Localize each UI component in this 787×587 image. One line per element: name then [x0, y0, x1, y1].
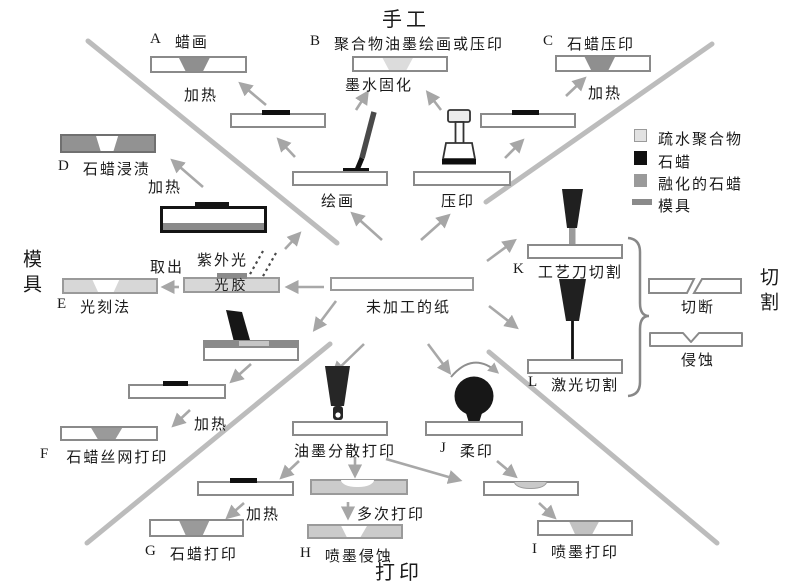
multi-print-label: 多次打印 — [357, 507, 426, 523]
paper-channel — [96, 136, 119, 151]
paper-channel — [92, 280, 120, 292]
step-strip-c-stamped — [480, 110, 576, 128]
melted-wax-channel — [178, 58, 210, 71]
quadrant-title-mold: 模具 — [20, 249, 41, 299]
laser-cut-strip — [527, 359, 623, 374]
heat-label-a: 加热 — [184, 88, 219, 104]
result-strip-e — [62, 278, 158, 294]
melted-wax-channel — [179, 521, 210, 535]
cut-off-strip-graphic — [648, 278, 742, 294]
cut-off-label: 切断 — [681, 300, 716, 316]
ink-dispenser-icon — [325, 366, 350, 420]
legend-swatch-mold — [632, 199, 652, 205]
heat-label-g: 加热 — [246, 507, 281, 523]
ink-dispense-strip — [292, 421, 388, 436]
quadrant-title-printing: 打印 — [375, 562, 423, 584]
step-strip-g-printed — [197, 478, 294, 496]
etched-dome — [341, 480, 375, 488]
heat-label-c: 加热 — [588, 86, 623, 102]
stamp-icon — [441, 109, 477, 165]
result-strip-c — [555, 55, 651, 72]
pencil-icon — [343, 111, 377, 173]
legend-label-wax: 石蜡 — [658, 155, 693, 171]
heat-label-f: 加热 — [194, 417, 229, 433]
heat-label-d: 加热 — [148, 180, 183, 196]
result-strip-a — [150, 56, 247, 73]
result-strip-h — [307, 524, 403, 539]
legend-label-hydrophobic-polymer: 疏水聚合物 — [658, 132, 744, 148]
quadrant-title-cutting: 切割 — [757, 267, 778, 317]
legend-label-melted-wax: 融化的石蜡 — [658, 177, 744, 193]
etched-strip-graphic — [649, 332, 743, 347]
take-out-label: 取出 — [150, 260, 185, 276]
legend-swatch-wax — [634, 151, 647, 165]
draw-label: 绘画 — [321, 194, 356, 210]
uv-light-label: 紫外光 — [197, 253, 249, 269]
ink-cure-label: 墨水固化 — [345, 78, 414, 94]
legend-swatch-hydrophobic-polymer — [634, 129, 647, 142]
polymer-channel — [382, 58, 413, 70]
wax-line — [162, 381, 189, 386]
photomask-device — [160, 206, 267, 233]
melted-wax-channel — [91, 428, 123, 439]
ink-disperse-label: 油墨分散打印 — [294, 444, 397, 460]
quadrant-title-manual: 手工 — [382, 9, 430, 31]
quadrant-divider-lines — [84, 38, 720, 546]
photoresist-strip: 光胶 — [183, 273, 280, 294]
result-strip-i — [537, 520, 633, 536]
step-strip-h-etched-once — [310, 479, 408, 495]
uv-light-rays — [248, 250, 277, 279]
result-strip-d — [60, 134, 156, 153]
raw-paper-label: 未加工的纸 — [366, 300, 452, 316]
roller-rotation-arrow — [450, 361, 500, 378]
step-strip-f-printed — [128, 381, 226, 399]
result-strip-b — [352, 56, 448, 72]
etch-label: 侵蚀 — [681, 353, 716, 369]
craft-knife-icon — [562, 189, 583, 246]
step-strip-b-drawn — [230, 110, 326, 128]
legend-label-mold: 模具 — [658, 199, 693, 215]
wax-line — [262, 110, 290, 115]
screen-opening — [239, 341, 269, 346]
mask-mold-bar — [163, 223, 264, 230]
polymer-channel — [569, 522, 599, 534]
flexo-roller-icon — [454, 376, 494, 423]
wax-line — [229, 478, 257, 483]
knife-cut-strip — [527, 244, 623, 259]
paper-channel — [341, 526, 367, 537]
laser-cutter-icon — [559, 279, 586, 359]
result-strip-f — [60, 426, 158, 441]
stamp-label: 压印 — [441, 194, 476, 210]
wax-line — [512, 110, 540, 115]
drawing-strip — [292, 171, 388, 186]
step-strip-i-ink-drop — [483, 481, 579, 496]
stamping-strip — [413, 171, 511, 186]
melted-wax-channel — [584, 57, 615, 70]
mold-bar — [217, 273, 247, 279]
ink-dome — [514, 482, 547, 490]
raw-paper-strip — [330, 277, 474, 291]
flexo-strip — [425, 421, 523, 436]
legend-swatch-melted-wax — [634, 174, 647, 187]
screen-mold-bar — [203, 340, 299, 347]
squeegee-icon — [226, 310, 250, 342]
result-strip-g — [149, 519, 244, 537]
screen-print-strip — [203, 340, 299, 361]
photoresist-label: 光胶 — [214, 279, 249, 294]
cutting-outcomes-brace — [627, 236, 650, 398]
